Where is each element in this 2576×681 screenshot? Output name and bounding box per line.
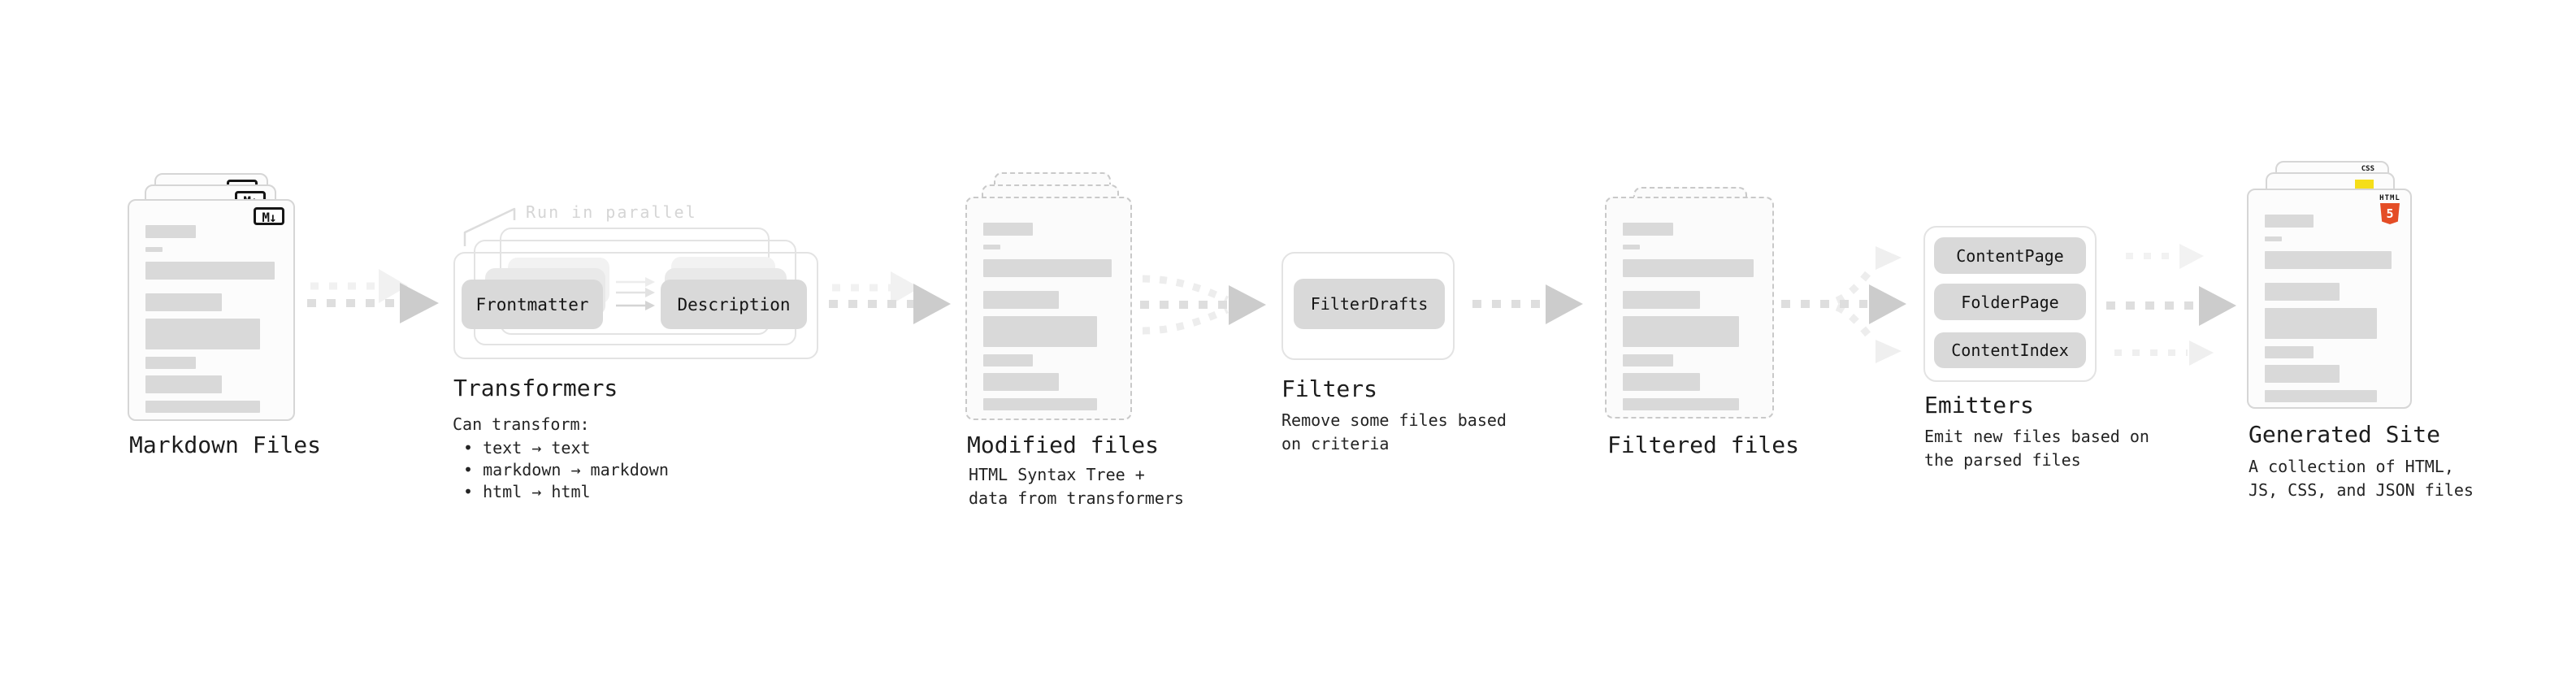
desc-line: A collection of HTML, [2249, 457, 2454, 476]
text-line [2265, 251, 2392, 269]
arrow-modified-to-filters-fan-in [1140, 275, 1266, 335]
doc-content-lines [145, 225, 277, 413]
text-line [983, 223, 1034, 236]
text-line [1623, 354, 1674, 367]
text-line [983, 398, 1098, 410]
text-line [145, 225, 196, 238]
desc-line: HTML Syntax Tree + [969, 465, 1145, 484]
transformers-frame-front [453, 252, 818, 359]
arrow-filters-to-filtered [1472, 284, 1583, 324]
emitter-box-contentindex: ContentIndex [1934, 332, 2086, 368]
arrow-transformers-to-modified [829, 271, 951, 324]
text-line [2265, 236, 2282, 241]
text-line [1623, 291, 1701, 309]
desc-line: the parsed files [1924, 450, 2081, 470]
desc-line: JS, CSS, and JSON files [2249, 480, 2474, 500]
desc-line: data from transformers [969, 488, 1184, 508]
markdown-doc-front: M↓ [128, 199, 295, 421]
transform-bullet: text → text [453, 437, 669, 459]
arrow-filtered-to-emitters-fan-out [1781, 246, 1906, 363]
text-line [145, 293, 222, 311]
text-line [1623, 398, 1739, 410]
text-line [2265, 283, 2340, 301]
emitters-description: Emit new files based on the parsed files [1924, 425, 2149, 472]
arrow-markdown-to-transformers [307, 269, 439, 323]
stage-label-modified-files: Modified files [967, 432, 1160, 458]
text-line [145, 319, 260, 349]
html5-icon: HTML 5 [2379, 194, 2400, 224]
modified-files-description: HTML Syntax Tree + data from transformers [969, 463, 1184, 510]
stage-label-transformers: Transformers [453, 375, 618, 401]
text-line [2265, 308, 2378, 339]
transform-bullet: html → html [453, 481, 669, 503]
arrow-emitters-to-site-top [2126, 244, 2204, 269]
html5-icon-word: HTML [2379, 194, 2400, 202]
text-line [983, 259, 1112, 277]
text-line [983, 354, 1034, 367]
doc-content-lines [2265, 215, 2394, 402]
text-line [145, 401, 260, 413]
markdown-icon: M↓ [254, 207, 284, 225]
transformers-description: Can transform: text → text markdown → ma… [453, 414, 669, 503]
transform-bullet: markdown → markdown [453, 459, 669, 481]
text-line [1623, 373, 1701, 391]
modified-doc-front [965, 197, 1132, 420]
text-line [983, 316, 1098, 347]
text-line [983, 291, 1060, 309]
can-transform-heading: Can transform: [453, 414, 590, 434]
site-doc-html: HTML 5 [2247, 189, 2412, 409]
js-icon [2355, 180, 2374, 189]
text-line [1623, 259, 1754, 277]
filtered-doc-front [1605, 197, 1774, 419]
transformer-box-description: Description [661, 280, 807, 329]
text-line [2265, 365, 2340, 383]
text-line [1623, 223, 1674, 236]
generated-site-description: A collection of HTML, JS, CSS, and JSON f… [2249, 455, 2474, 502]
text-line [145, 247, 163, 252]
text-line [145, 375, 222, 393]
text-line [2265, 215, 2314, 228]
desc-line: Remove some files based [1281, 410, 1507, 430]
html5-icon-shield: 5 [2380, 203, 2400, 224]
stage-label-generated-site: Generated Site [2249, 421, 2441, 448]
emitter-box-contentpage: ContentPage [1934, 237, 2086, 274]
run-in-parallel-annotation: Run in parallel [526, 202, 697, 222]
stage-label-emitters: Emitters [1924, 392, 2034, 419]
transformer-box-frontmatter: Frontmatter [462, 280, 603, 329]
emitter-box-folderpage: FolderPage [1934, 284, 2086, 320]
text-line [145, 262, 275, 280]
text-line [983, 373, 1060, 391]
filters-description: Remove some files based on criteria [1281, 409, 1507, 456]
filter-box-filterdrafts: FilterDrafts [1294, 279, 1445, 329]
stage-label-markdown-files: Markdown Files [129, 432, 322, 458]
text-line [2265, 346, 2314, 358]
text-line [2265, 390, 2378, 402]
stage-label-filters: Filters [1281, 375, 1378, 402]
text-line [1623, 245, 1641, 249]
text-line [1623, 316, 1739, 347]
doc-content-lines [1623, 223, 1756, 410]
desc-line: on criteria [1281, 434, 1390, 453]
doc-content-lines [983, 223, 1114, 410]
stage-label-filtered-files: Filtered files [1607, 432, 1800, 458]
text-line [145, 357, 196, 369]
arrow-emitters-to-site-middle [2106, 286, 2236, 326]
arrow-emitters-to-site-bottom [2114, 340, 2214, 366]
text-line [983, 245, 1000, 249]
desc-line: Emit new files based on [1924, 427, 2149, 446]
